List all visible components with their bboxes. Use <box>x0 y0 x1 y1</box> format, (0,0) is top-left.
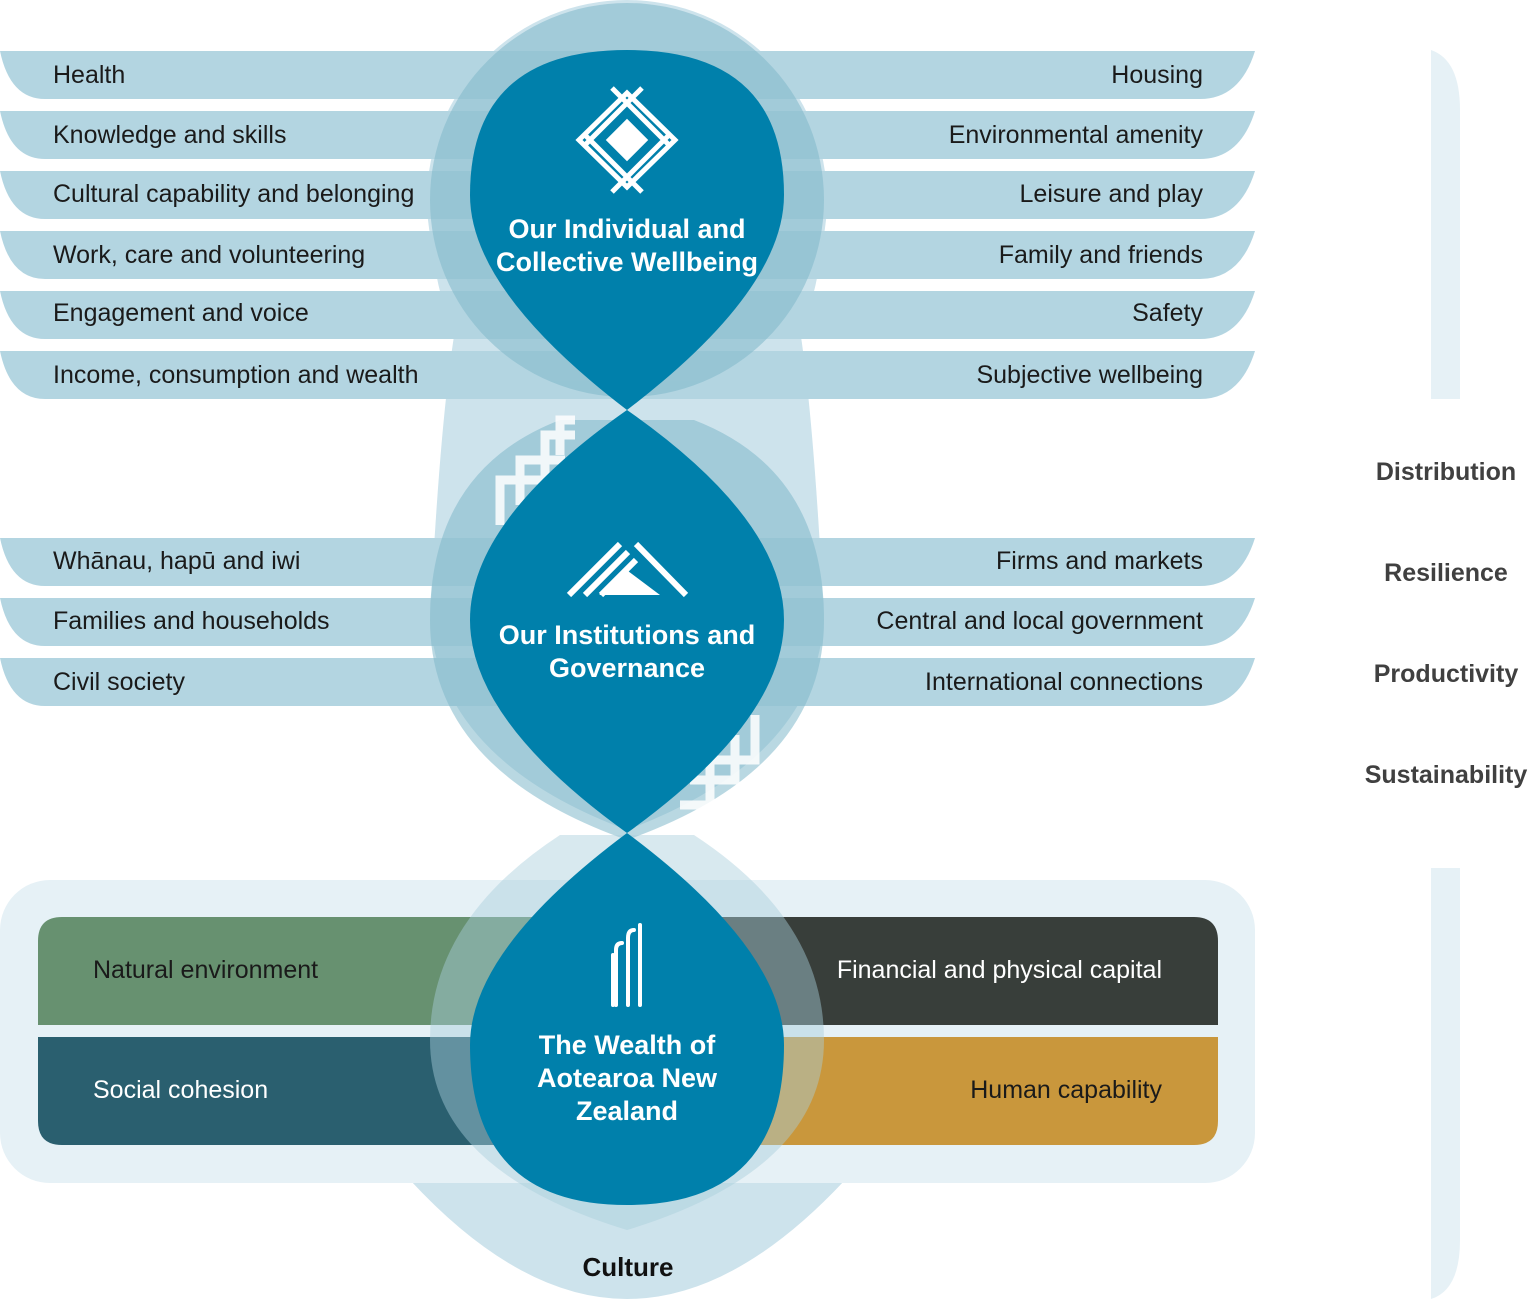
wealth-human-capability: Human capability <box>970 1076 1162 1104</box>
institution-item-whanau: Whānau, hapū and iwi <box>53 547 301 575</box>
institution-item-government: Central and local government <box>876 607 1203 635</box>
wellbeing-item-safety: Safety <box>1132 299 1203 327</box>
dimension-sustainability: Sustainability <box>1364 761 1528 789</box>
core-shape <box>470 50 784 1205</box>
institution-item-international: International connections <box>925 668 1203 696</box>
wealth-title: The Wealth of Aotearoa New Zealand <box>536 1030 718 1126</box>
wellbeing-item-environmental: Environmental amenity <box>948 121 1203 149</box>
culture-label: Culture <box>582 1252 674 1282</box>
institution-item-families: Families and households <box>53 607 330 635</box>
institution-item-firms: Firms and markets <box>996 547 1203 575</box>
wellbeing-item-cultural: Cultural capability and belonging <box>53 180 415 208</box>
roof-icon <box>566 541 689 598</box>
wellbeing-item-leisure: Leisure and play <box>1019 180 1203 208</box>
chevron-decoration <box>495 415 760 810</box>
wellbeing-item-work: Work, care and volunteering <box>53 241 366 269</box>
wealth-social-cohesion: Social cohesion <box>93 1076 269 1104</box>
wellbeing-item-subjective: Subjective wellbeing <box>976 361 1203 389</box>
wellbeing-item-housing: Housing <box>1111 61 1203 89</box>
wellbeing-item-health: Health <box>53 61 126 89</box>
wellbeing-item-family: Family and friends <box>998 241 1203 269</box>
institutions-title: Our Institutions and Governance <box>498 620 756 683</box>
dimension-distribution: Distribution <box>1375 458 1517 486</box>
dimension-productivity: Productivity <box>1373 660 1519 688</box>
wealth-financial-capital: Financial and physical capital <box>836 956 1162 984</box>
dimension-resilience: Resilience <box>1384 559 1508 587</box>
institution-item-civil: Civil society <box>53 668 185 696</box>
wellbeing-item-knowledge: Knowledge and skills <box>53 121 287 149</box>
wellbeing-item-engagement: Engagement and voice <box>53 299 309 327</box>
wealth-natural-environment: Natural environment <box>93 956 319 984</box>
wellbeing-title: Our Individual and Collective Wellbeing <box>495 214 759 277</box>
wellbeing-item-income: Income, consumption and wealth <box>53 361 419 389</box>
wealth-quadrants <box>38 917 1218 1145</box>
fern-icon <box>611 923 642 1007</box>
side-bracket <box>1431 50 1460 1299</box>
